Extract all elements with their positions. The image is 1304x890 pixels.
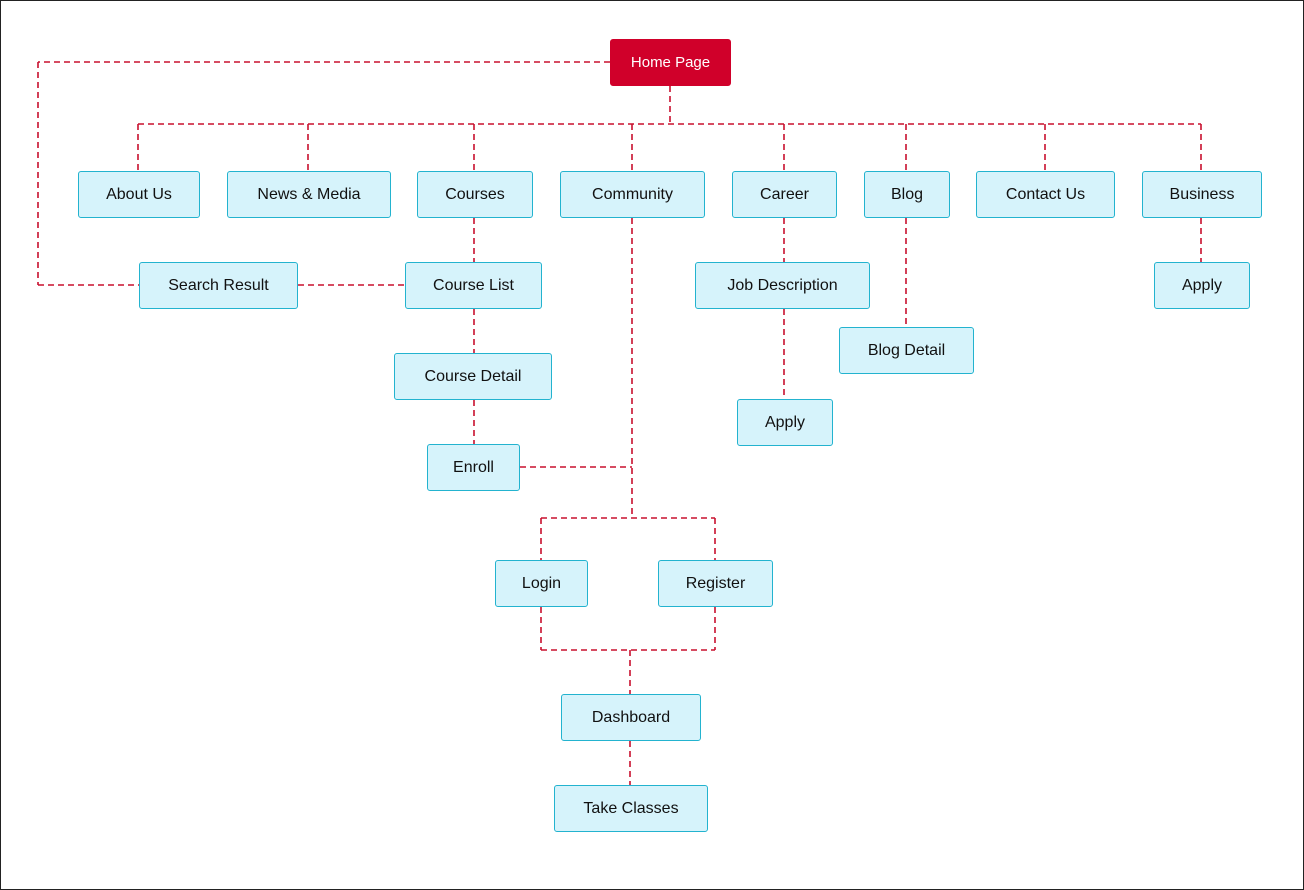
node-blog-detail[interactable]: Blog Detail [839, 327, 974, 374]
node-dashboard[interactable]: Dashboard [561, 694, 701, 741]
node-login[interactable]: Login [495, 560, 588, 607]
node-blog[interactable]: Blog [864, 171, 950, 218]
node-take-classes[interactable]: Take Classes [554, 785, 708, 832]
node-business-apply[interactable]: Apply [1154, 262, 1250, 309]
node-contact-us[interactable]: Contact Us [976, 171, 1115, 218]
node-search-result[interactable]: Search Result [139, 262, 298, 309]
node-career[interactable]: Career [732, 171, 837, 218]
node-register[interactable]: Register [658, 560, 773, 607]
node-job-description[interactable]: Job Description [695, 262, 870, 309]
node-career-apply[interactable]: Apply [737, 399, 833, 446]
node-home-page[interactable]: Home Page [610, 39, 731, 86]
node-news-media[interactable]: News & Media [227, 171, 391, 218]
node-business[interactable]: Business [1142, 171, 1262, 218]
node-course-detail[interactable]: Course Detail [394, 353, 552, 400]
node-enroll[interactable]: Enroll [427, 444, 520, 491]
node-course-list[interactable]: Course List [405, 262, 542, 309]
node-about-us[interactable]: About Us [78, 171, 200, 218]
node-community[interactable]: Community [560, 171, 705, 218]
node-courses[interactable]: Courses [417, 171, 533, 218]
